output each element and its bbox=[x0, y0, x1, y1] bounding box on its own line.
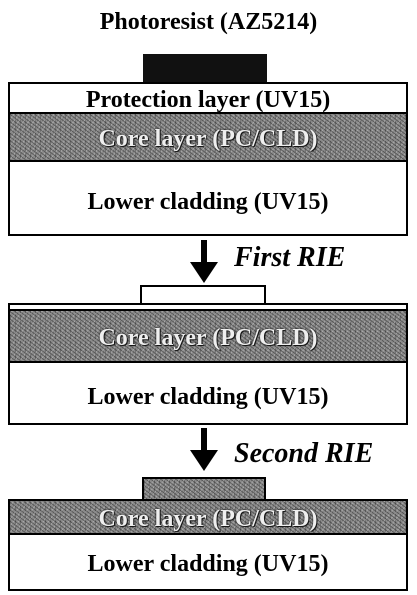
photoresist-label: Photoresist (AZ5214) bbox=[99, 9, 318, 35]
stage3-lower-label: Lower cladding (UV15) bbox=[87, 551, 329, 577]
stage2-lower-label: Lower cladding (UV15) bbox=[87, 384, 329, 410]
second-rie-label: Second RIE bbox=[234, 438, 374, 469]
stage2-core-label: Core layer (PC/CLD) bbox=[98, 325, 318, 351]
stage3-core-ridge bbox=[142, 477, 266, 501]
stage2-lower-cladding: Lower cladding (UV15) bbox=[8, 361, 408, 425]
stage2-protection-ridge bbox=[140, 285, 266, 305]
down-arrow-icon bbox=[187, 240, 221, 284]
stage3-core-layer: Core layer (PC/CLD) bbox=[8, 499, 408, 535]
photoresist-block bbox=[143, 54, 267, 84]
stage3-lower-cladding: Lower cladding (UV15) bbox=[8, 533, 408, 591]
first-rie-label: First RIE bbox=[234, 242, 346, 273]
down-arrow-icon bbox=[187, 428, 221, 472]
stage3-core-label: Core layer (PC/CLD) bbox=[98, 506, 318, 532]
stage1-core-label: Core layer (PC/CLD) bbox=[98, 126, 318, 152]
stage1-core-layer: Core layer (PC/CLD) bbox=[8, 112, 408, 162]
stage2-core-layer: Core layer (PC/CLD) bbox=[8, 309, 408, 363]
stage1-protection-label: Protection layer (UV15) bbox=[85, 87, 331, 113]
stage1-protection-layer: Protection layer (UV15) bbox=[8, 82, 408, 114]
stage1-lower-label: Lower cladding (UV15) bbox=[87, 189, 329, 215]
stage1-lower-cladding: Lower cladding (UV15) bbox=[8, 160, 408, 236]
